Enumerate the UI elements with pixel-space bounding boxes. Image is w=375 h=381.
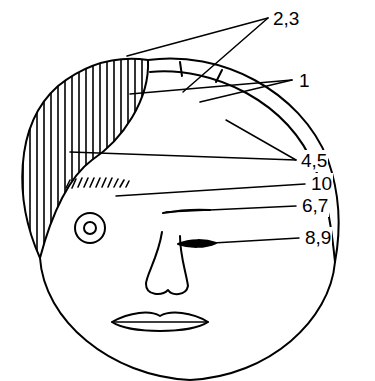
callout-number: 1 (298, 70, 311, 92)
head-band (150, 71, 335, 262)
callout-number: 8,9 (304, 227, 332, 249)
pupil (84, 222, 96, 234)
mouth (112, 313, 208, 331)
callout-number: 2,3 (272, 8, 300, 30)
callout-number: 4,5 (300, 150, 328, 172)
hair-region (22, 59, 148, 258)
leader-lines (70, 18, 305, 243)
band-mark (180, 62, 182, 76)
callout-number: 10 (310, 173, 333, 195)
closed-eye (178, 240, 216, 247)
nose (146, 232, 188, 294)
open-eye (75, 213, 105, 243)
band-mark (216, 70, 222, 82)
head-outline (148, 58, 339, 262)
face-outline (40, 258, 335, 380)
callout-number: 6,7 (301, 195, 329, 217)
lip-line (112, 321, 208, 323)
eyebrow (66, 178, 129, 188)
